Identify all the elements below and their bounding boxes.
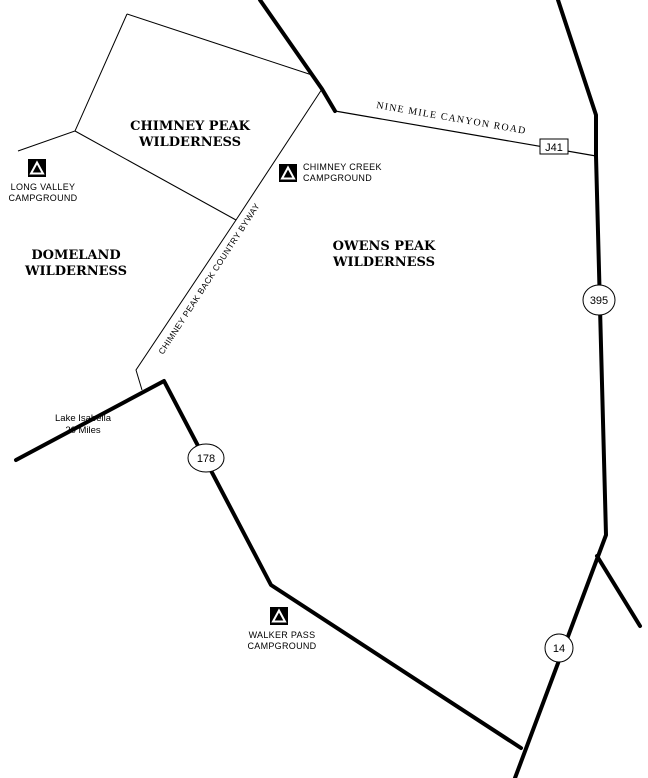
- svg-text:CAMPGROUND: CAMPGROUND: [8, 193, 77, 203]
- chimney-peak-wilderness-label: CHIMNEY PEAK WILDERNESS: [130, 119, 250, 150]
- wilderness-boundary-west: [17, 13, 128, 152]
- svg-text:WALKER PASS: WALKER PASS: [249, 630, 316, 640]
- us-395: [513, 0, 608, 778]
- svg-text:14: 14: [553, 643, 565, 655]
- lake-isabella-label: Lake Isabella 20 Miles: [55, 413, 112, 436]
- svg-text:WILDERNESS: WILDERNESS: [24, 264, 127, 279]
- svg-text:WILDERNESS: WILDERNESS: [138, 135, 241, 150]
- campground-icon: [279, 164, 297, 182]
- campground-icon: [28, 159, 46, 177]
- wilderness-boundary-north: [126, 13, 313, 76]
- svg-text:WILDERNESS: WILDERNESS: [332, 255, 435, 270]
- sr-178: [14, 379, 523, 750]
- svg-text:CHIMNEY PEAK: CHIMNEY PEAK: [130, 119, 250, 134]
- wilderness-boundary-south: [74, 130, 237, 221]
- svg-text:LONG VALLEY: LONG VALLEY: [11, 182, 76, 192]
- svg-text:CAMPGROUND: CAMPGROUND: [303, 173, 372, 183]
- domeland-wilderness-label: DOMELAND WILDERNESS: [24, 248, 127, 279]
- svg-text:Lake Isabella: Lake Isabella: [55, 413, 112, 424]
- chimney-peak-byway: [135, 88, 323, 391]
- walker-pass-campground: WALKER PASS CAMPGROUND: [247, 607, 316, 651]
- route-j41-shield: J41: [539, 138, 569, 155]
- svg-text:395: 395: [590, 295, 608, 307]
- route-14-shield: 14: [544, 633, 574, 663]
- chimney-peak-byway-label: CHIMNEY PEAK BACK COUNTRY BYWAY: [156, 201, 261, 356]
- owens-peak-wilderness-label: OWENS PEAK WILDERNESS: [332, 239, 436, 270]
- svg-text:J41: J41: [545, 142, 563, 154]
- chimney-creek-campground: CHIMNEY CREEK CAMPGROUND: [279, 162, 382, 183]
- svg-text:20 Miles: 20 Miles: [65, 425, 101, 436]
- highway-14-branch: [595, 554, 642, 628]
- long-valley-campground: LONG VALLEY CAMPGROUND: [8, 159, 77, 203]
- campground-icon: [270, 607, 288, 625]
- svg-text:178: 178: [197, 453, 215, 465]
- route-178-shield: 178: [187, 443, 225, 473]
- svg-text:DOMELAND: DOMELAND: [31, 248, 120, 263]
- route-395-shield: 395: [582, 284, 616, 316]
- svg-text:CAMPGROUND: CAMPGROUND: [247, 641, 316, 651]
- svg-text:OWENS PEAK: OWENS PEAK: [333, 239, 436, 254]
- svg-text:CHIMNEY CREEK: CHIMNEY CREEK: [303, 162, 382, 172]
- road-north-diagonal: [258, 0, 337, 113]
